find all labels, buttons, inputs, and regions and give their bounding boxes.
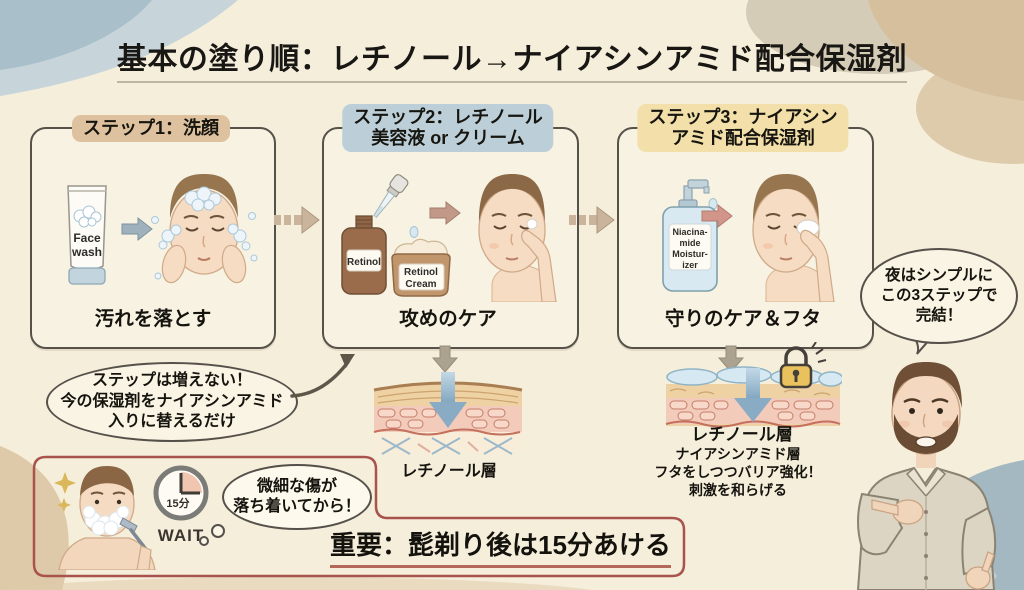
- pump-nozzle: [687, 179, 709, 189]
- wait-label: WAIT: [157, 526, 205, 545]
- smile: [915, 436, 937, 448]
- hair: [80, 466, 134, 496]
- step3-header: ステップ3：ナイアシンアミド配合保湿剤: [637, 104, 849, 153]
- niacinamide-bottle: Niacina- mide Moistur- izer: [662, 179, 718, 292]
- neck-shoulders: [765, 265, 825, 302]
- beard: [894, 414, 958, 454]
- fifteen-minute-slice: [181, 472, 202, 493]
- niacinamide-layer-note: ナイアシンアミド層: [675, 446, 801, 462]
- hair: [753, 174, 819, 222]
- step1-header: ステップ1：洗顔: [71, 115, 231, 143]
- product-label: wash: [71, 245, 102, 259]
- soothe-note: 刺激を和らげる: [689, 482, 787, 498]
- product-label: Moistur-: [672, 249, 708, 259]
- barrier-note: フタをしつつバリア強化！: [654, 464, 822, 480]
- step2-header: ステップ2：レチノール美容液 or クリーム: [342, 104, 554, 153]
- foam-icon: [73, 205, 102, 228]
- no-extra-steps-bubble: ステップは増えない！ 今の保湿剤をナイアシンアミド 入りに替えるだけ: [46, 362, 298, 442]
- face-wash-tube: Face wash: [67, 185, 107, 285]
- penetration-arrow: [429, 402, 467, 428]
- thought-dot: [199, 536, 209, 546]
- step3-caption: 守りのケア＆フタ: [664, 308, 822, 330]
- penetration-arrow: [734, 398, 772, 422]
- product-label: Face: [73, 231, 101, 245]
- closed-eye: [493, 225, 507, 230]
- hand: [965, 566, 991, 590]
- skin-cross-section-sealed: [665, 366, 842, 428]
- pointing-finger: [871, 499, 899, 516]
- arrow-right-icon: [121, 216, 153, 242]
- skin-cross-section-retinol: [373, 372, 523, 455]
- skin-cells: [669, 400, 834, 421]
- applying-retinol-illustration: [478, 174, 557, 302]
- closed-eye: [767, 225, 781, 230]
- product-label: Cream: [405, 279, 436, 290]
- hand: [221, 244, 247, 284]
- retinol-layer-label: レチノール層: [691, 425, 793, 444]
- cream-dab: [526, 218, 538, 230]
- step1-caption: 汚れを落とす: [94, 308, 212, 330]
- step3-box: [617, 127, 874, 349]
- arm: [136, 545, 152, 570]
- dashed-arrow-icon: [569, 205, 615, 235]
- product-label: mide: [679, 238, 700, 248]
- clock-label: 15分: [166, 496, 189, 510]
- arrow-right-icon: [701, 203, 733, 229]
- emphasis-marks: [811, 342, 827, 363]
- tube-cap: [68, 267, 106, 285]
- hand-arm: [800, 229, 835, 302]
- raised-finger: [981, 551, 995, 573]
- down-arrow-icon: [431, 345, 459, 373]
- clock-icon: 15分: [153, 465, 209, 521]
- step2-caption: 攻めのケア: [399, 308, 497, 330]
- important-box-outline: [32, 455, 686, 578]
- closed-eye: [211, 227, 225, 232]
- retinol-products: Retinol Retinol Cream: [341, 174, 451, 297]
- product-label: Niacina-: [672, 227, 707, 237]
- important-note: 重要：髭剃り後は15分あける: [330, 525, 671, 568]
- retinol-layer-label: レチノール層: [401, 463, 497, 480]
- hand-arm: [521, 229, 557, 302]
- eyebrows: [903, 398, 949, 404]
- collar: [905, 466, 947, 498]
- shaving-foam: [82, 505, 130, 536]
- lock-icon: [779, 342, 827, 389]
- product-label: Retinol: [347, 257, 381, 268]
- dashed-arrow-icon: [274, 205, 320, 235]
- washing-face-illustration: [151, 174, 258, 284]
- thought-dot: [211, 524, 225, 538]
- product-label: izer: [682, 260, 698, 270]
- product-label: Retinol: [404, 267, 438, 278]
- collagen-fibers: [381, 437, 513, 455]
- closed-eye: [185, 227, 199, 232]
- night-routine-bubble: 夜はシンプルに この3ステップで 完結！: [860, 248, 1018, 344]
- penetration-arrow: [746, 368, 760, 398]
- page-title: 基本の塗り順：レチノール→ナイアシンアミド配合保湿剤: [0, 34, 1024, 83]
- sparkle-icon: [54, 472, 76, 512]
- retinol-cream-jar: Retinol Cream: [391, 238, 451, 297]
- foam-icon: [151, 186, 258, 280]
- hair: [479, 174, 545, 222]
- retinol-bottle: Retinol: [341, 215, 387, 295]
- drop-icon: [409, 226, 419, 238]
- down-arrow-icon: [717, 345, 745, 373]
- pointing-man-illustration: [856, 362, 997, 590]
- hair: [892, 362, 962, 408]
- dropper-icon: [373, 174, 409, 218]
- hair: [170, 174, 238, 218]
- arrow-right-icon: [429, 200, 461, 226]
- curved-arrow-icon: [290, 354, 355, 398]
- penetration-arrow: [441, 372, 455, 402]
- skin-cells: [377, 408, 510, 429]
- shaving-man-illustration: [58, 466, 156, 570]
- shave-thought-bubble: 微細な傷が 落ち着いてから！: [222, 464, 372, 530]
- hand: [161, 244, 187, 284]
- applying-moisturizer-illustration: [752, 174, 835, 302]
